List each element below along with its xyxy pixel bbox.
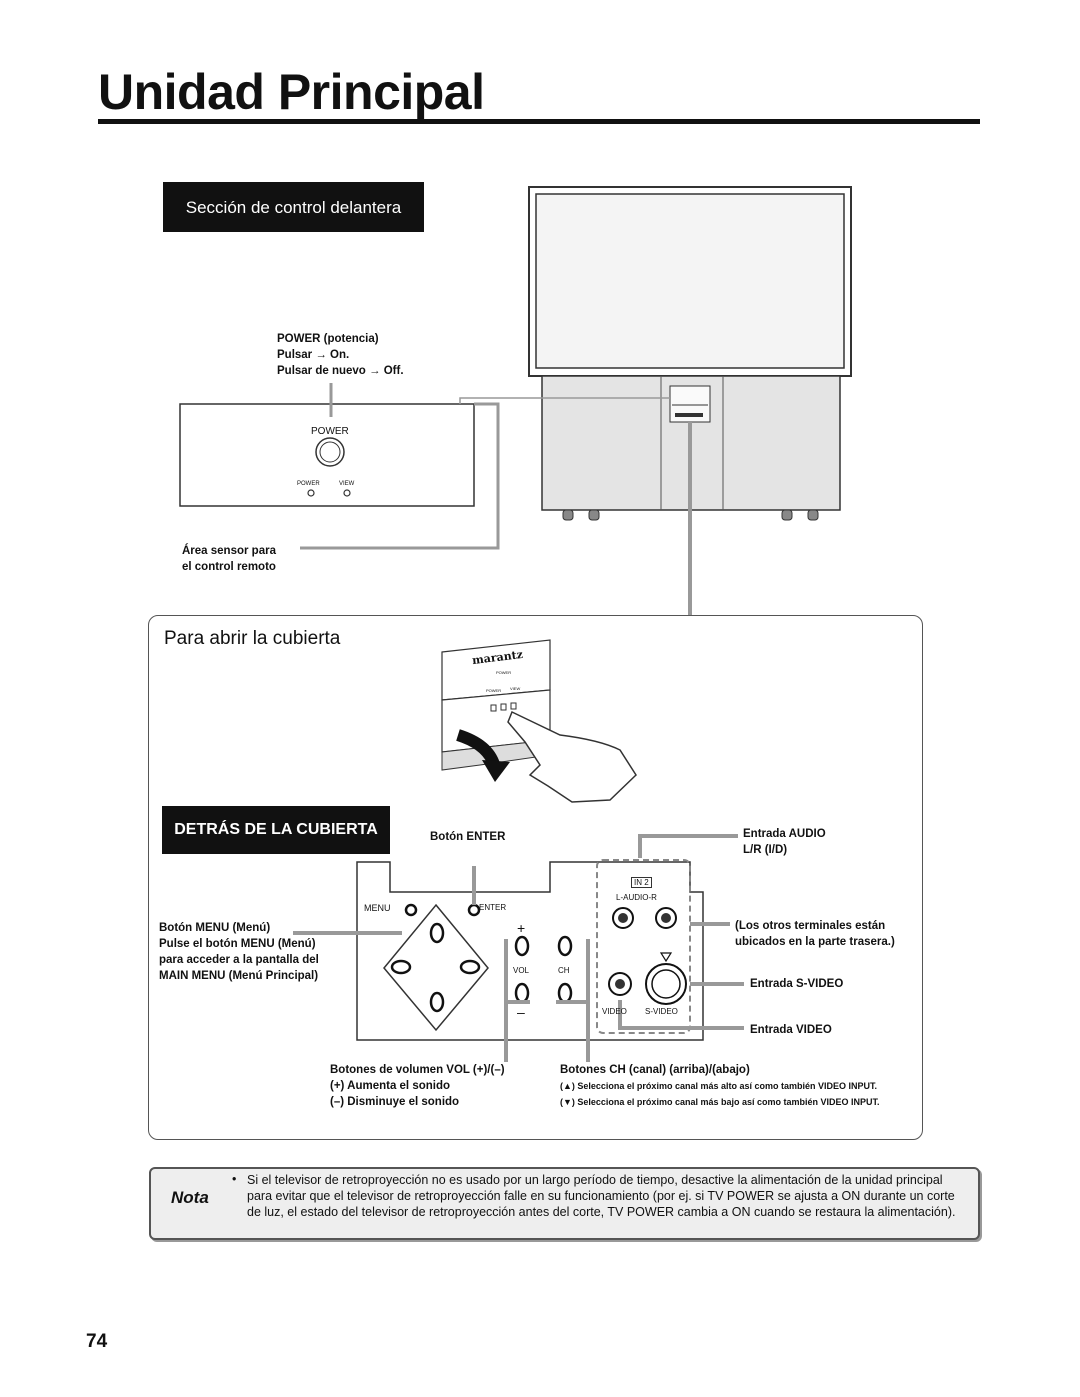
cover-section-box (148, 615, 923, 1140)
ch-callout: Botones CH (canal) (arriba)/(abajo) (▲) … (560, 1064, 880, 1107)
direction-pad (383, 903, 489, 1032)
page-number: 74 (86, 1331, 108, 1352)
audio-label: L-AUDIO-R (616, 893, 657, 902)
front-section-tag: Sección de control delantera (163, 182, 424, 232)
nota-label: Nota (171, 1188, 209, 1207)
tv-foot (562, 509, 574, 521)
behind-section-tag: DETRÁS DE LA CUBIERTA (162, 806, 390, 854)
menu-label: MENU (364, 903, 391, 913)
enter-label: ENTER (479, 903, 507, 912)
video-callout: Entrada VIDEO (750, 1024, 832, 1036)
vol-minus-label: – (517, 1004, 525, 1020)
indicator-label-view: VIEW (339, 481, 355, 487)
in2-label: IN 2 (631, 877, 652, 888)
tv-foot (781, 509, 793, 521)
nota-box (149, 1167, 980, 1240)
tv-screen (535, 193, 845, 369)
svideo-callout: Entrada S-VIDEO (750, 978, 844, 990)
hand-drawing (507, 710, 637, 803)
tv-foot (807, 509, 819, 521)
audio-callout: Entrada AUDIO L/R (I/D) (743, 828, 826, 856)
vol-plus-label: + (517, 920, 526, 936)
vol-callout: Botones de volumen VOL (+)/(–) (+) Aumen… (330, 1064, 505, 1108)
nota-text: Si el televisor de retroproyección no es… (247, 1173, 956, 1219)
cover-panel-label: VIEW (510, 686, 521, 691)
ch-label: CH (558, 966, 570, 975)
nota-bullet: • (232, 1172, 237, 1186)
sensor-callout: Área sensor para el control remoto (182, 545, 276, 573)
page-title: Unidad Principal (98, 64, 485, 120)
terminals-callout: (Los otros terminales están ubicados en … (735, 920, 895, 948)
cover-section-title: Para abrir la cubierta (164, 628, 341, 649)
menu-callout: Botón MENU (Menú) Pulse el botón MENU (M… (159, 922, 319, 982)
power-button-label: POWER (311, 426, 349, 437)
power-callout: POWER (potencia) Pulsar → On. Pulsar de … (277, 333, 404, 377)
cover-panel-label: POWER (496, 670, 512, 675)
vol-label: VOL (513, 966, 530, 975)
svideo-label: S-VIDEO (645, 1007, 678, 1016)
tv-foot (588, 509, 600, 521)
video-label: VIDEO (602, 1007, 627, 1016)
title-rule (98, 119, 980, 124)
cover-panel-label: POWER (486, 688, 502, 693)
enter-callout: Botón ENTER (430, 831, 506, 843)
indicator-label-power: POWER (297, 481, 320, 487)
